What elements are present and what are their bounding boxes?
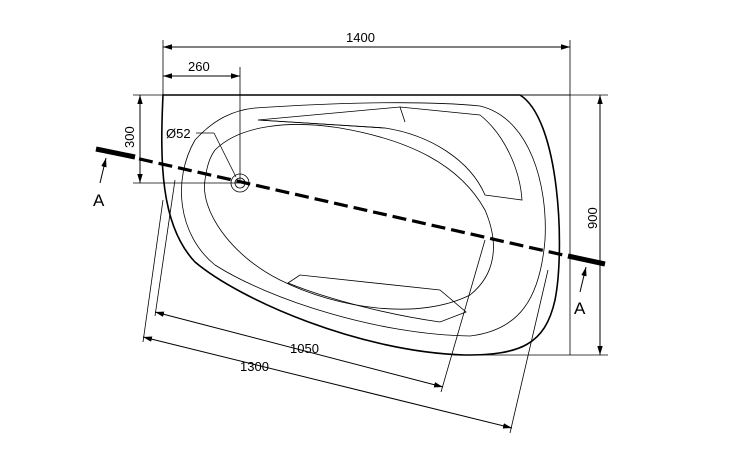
dim-label-260: 260 (188, 59, 210, 74)
bathtub-outer-contour (160, 94, 561, 356)
diameter-leader (213, 132, 237, 178)
ext-line-1300-right (509, 269, 549, 434)
dim-label-300: 300 (122, 126, 137, 148)
section-line-a-a (99, 148, 604, 266)
section-end-left (95, 146, 136, 160)
section-label-left: A (93, 191, 105, 210)
dim-label-1400: 1400 (346, 30, 375, 45)
backrest-top-fold (399, 106, 406, 123)
ext-line-1050-left (154, 179, 176, 317)
ext-line-1300-left (142, 199, 164, 343)
backrest-top-line (257, 119, 386, 129)
bathtub-basin (204, 124, 494, 310)
backrest-top (257, 106, 523, 201)
bathtub-inner-rim (181, 102, 546, 337)
backrest-bottom (287, 274, 467, 323)
dim-label-1300: 1300 (240, 359, 269, 374)
section-label-right: A (574, 299, 586, 318)
section-end-right (567, 253, 606, 267)
dim-label-diameter: Ø52 (166, 126, 191, 141)
dim-label-1050: 1050 (290, 341, 319, 356)
dim-label-900: 900 (585, 207, 600, 229)
section-arrow-left (99, 157, 107, 184)
section-arrow-right (579, 266, 587, 293)
dim-line-1300 (142, 336, 513, 429)
ext-line-1050-right (440, 239, 486, 393)
